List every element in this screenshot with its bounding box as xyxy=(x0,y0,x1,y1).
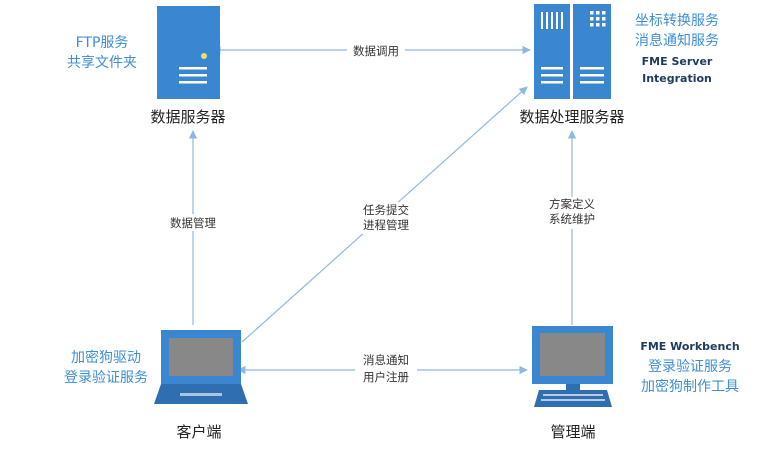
edge-label-msg-register-2: 用户注册 xyxy=(363,370,409,384)
note-processing-bold-2: Integration xyxy=(642,72,712,85)
data-server-icon xyxy=(157,6,220,99)
edge-label-task-submit-2: 进程管理 xyxy=(363,218,409,232)
edge-label-data-manage: 数据管理 xyxy=(170,216,216,230)
edge-label-scheme-define-2: 系统维护 xyxy=(549,212,595,226)
note-processing-bold-1: FME Server xyxy=(642,55,713,68)
processing-server-label: 数据处理服务器 xyxy=(519,108,624,126)
note-processing-line-1: 坐标转换服务 xyxy=(635,12,719,29)
edge-label-scheme-define-1: 方案定义 xyxy=(549,197,595,211)
data-server-label: 数据服务器 xyxy=(150,108,225,126)
edge-label-msg-register-1: 消息通知 xyxy=(363,353,409,367)
note-processing-line-2: 消息通知服务 xyxy=(635,32,719,49)
admin-label: 管理端 xyxy=(550,423,595,441)
note-client-line-1: 加密狗驱动 xyxy=(71,349,141,366)
laptop-icon xyxy=(154,330,248,404)
note-client-line-2: 登录验证服务 xyxy=(64,370,148,386)
note-admin-bold-1: FME Workbench xyxy=(640,340,739,353)
client-label: 客户端 xyxy=(176,423,221,441)
note-data-server-line-2: 共享文件夹 xyxy=(67,54,137,71)
desktop-monitor-icon xyxy=(532,326,613,407)
note-data-server-line-1: FTP服务 xyxy=(76,35,129,51)
note-admin-line-2: 加密狗制作工具 xyxy=(641,378,739,395)
processing-server-icon xyxy=(534,4,611,99)
note-admin-line-1: 登录验证服务 xyxy=(648,359,732,375)
edge-label-task-submit-1: 任务提交 xyxy=(363,203,409,217)
edge-label-data-call: 数据调用 xyxy=(353,44,399,58)
